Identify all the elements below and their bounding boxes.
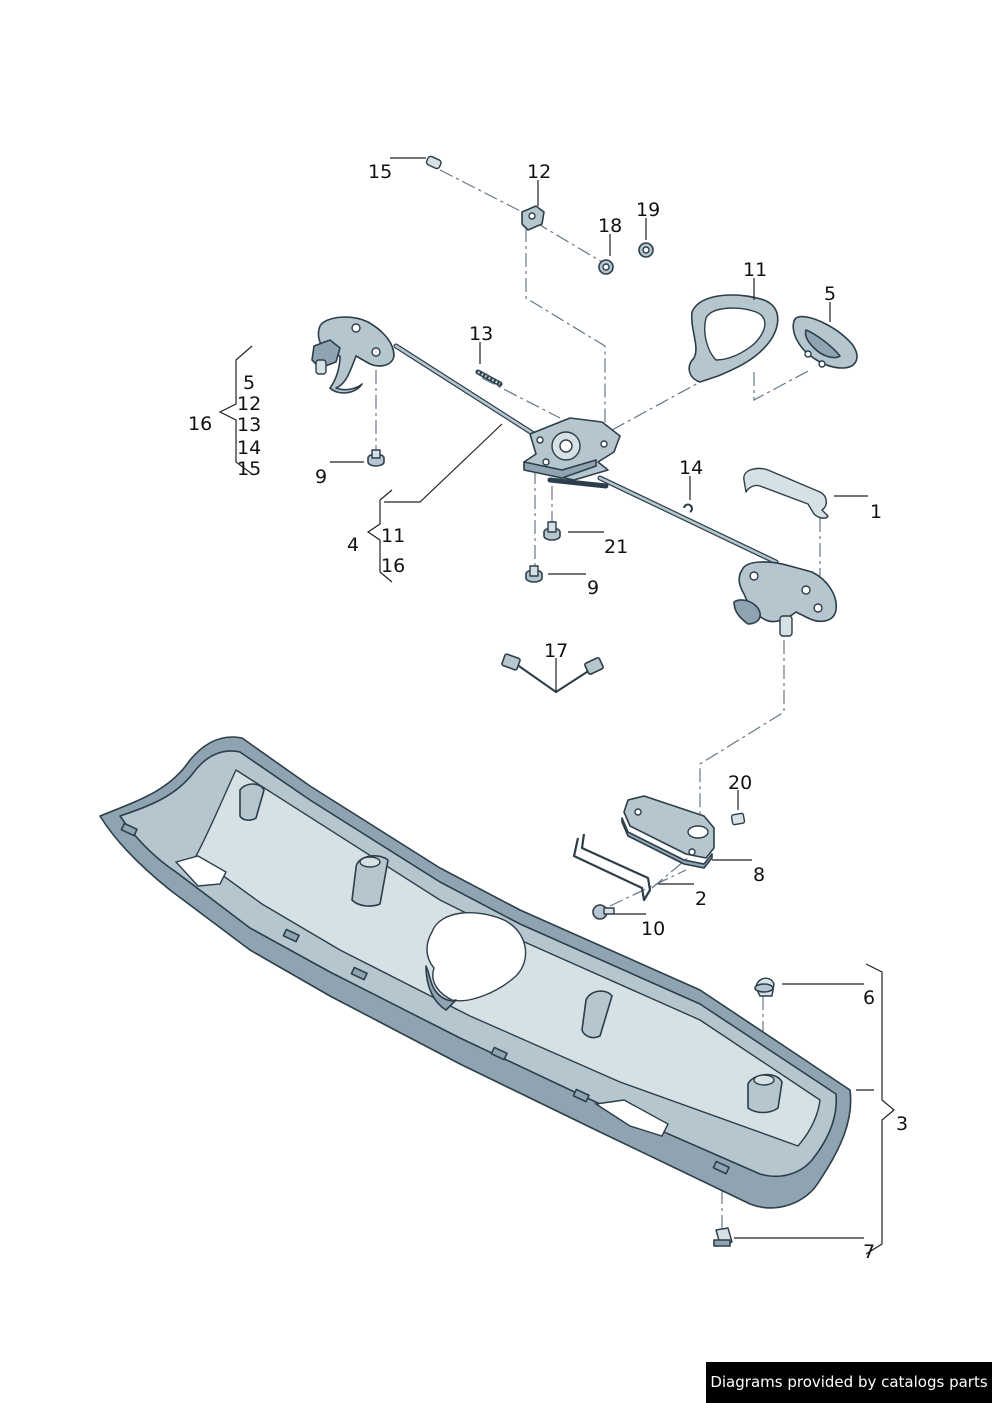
trim-panel-part-3	[99, 736, 852, 1209]
callout-10: 10	[641, 918, 665, 940]
callout-12: 12	[527, 161, 551, 183]
handle-bezel-part-5	[792, 315, 858, 369]
callout-3: 3	[896, 1113, 908, 1135]
bolt-part-21	[543, 521, 561, 541]
pin-part-15	[425, 155, 442, 170]
nut-part-18	[598, 259, 614, 275]
bolt-part-9-center	[525, 565, 543, 583]
cable-part-17	[501, 653, 604, 694]
callout-numbers: 15 12 18 19 11 5 13 16 5 12 13 14 15 9 1…	[188, 161, 908, 1263]
callout-11: 11	[743, 259, 767, 281]
clip-part-7	[713, 1227, 733, 1247]
callout-16-member-15: 15	[237, 458, 261, 480]
callout-1: 1	[870, 501, 882, 523]
callout-19: 19	[636, 199, 660, 221]
callout-4-member-11: 11	[381, 525, 405, 547]
callout-16-member-13: 13	[237, 414, 261, 436]
striker-bracket-part-8	[621, 795, 715, 869]
nut-part-19	[638, 242, 654, 258]
callout-6: 6	[863, 987, 875, 1009]
callout-16-group: 16	[188, 413, 212, 435]
clip-part-14	[683, 503, 693, 513]
callout-9-center: 9	[587, 577, 599, 599]
callout-16-member-12: 12	[237, 393, 261, 415]
callout-8: 8	[753, 864, 765, 886]
callout-16-member-5: 5	[243, 372, 255, 394]
wire-clip-part-2	[572, 833, 652, 902]
callout-14: 14	[679, 457, 703, 479]
callout-20: 20	[728, 772, 752, 794]
callout-13: 13	[469, 323, 493, 345]
central-release-mechanism	[523, 417, 621, 481]
callout-5: 5	[824, 283, 836, 305]
footer-banner: Diagrams provided by catalogs parts	[706, 1362, 992, 1403]
callout-18: 18	[598, 215, 622, 237]
connecting-rods	[393, 343, 779, 565]
callout-17: 17	[544, 640, 568, 662]
callout-4-group: 4	[347, 534, 359, 556]
callout-7: 7	[863, 1241, 875, 1263]
right-latch-mechanism	[733, 561, 837, 637]
assembly-guide-lines	[375, 169, 821, 1228]
clip-part-12	[521, 205, 545, 231]
leader-lines	[218, 157, 895, 1255]
left-latch-mechanism	[311, 316, 395, 394]
screw-part-10	[592, 904, 615, 920]
callout-15-top: 15	[368, 161, 392, 183]
wire-bracket-part-1	[743, 467, 829, 519]
callout-21: 21	[604, 536, 628, 558]
screw-part-13	[475, 369, 503, 387]
release-handle-part-11	[688, 294, 779, 383]
callout-4-member-16: 16	[381, 555, 405, 577]
bolt-part-9-left	[367, 449, 385, 467]
clip-part-20	[730, 812, 746, 826]
callout-16-member-14: 14	[237, 437, 261, 459]
clip-part-6	[754, 977, 775, 997]
callout-9-left: 9	[315, 466, 327, 488]
callout-2: 2	[695, 888, 707, 910]
